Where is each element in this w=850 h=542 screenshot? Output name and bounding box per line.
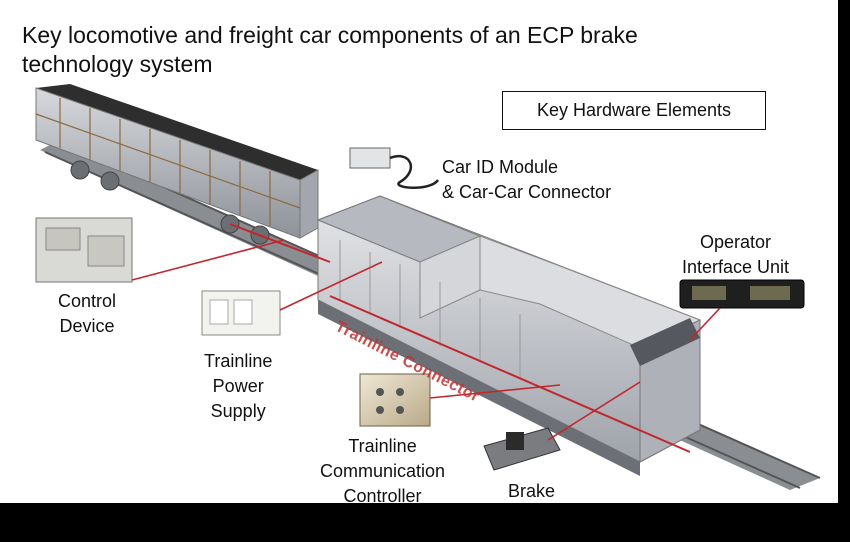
control-line-2: Device — [59, 316, 115, 336]
control-device-image — [35, 217, 133, 283]
comm-line-2: Communication — [320, 461, 446, 481]
slide: Key locomotive and freight car component… — [0, 0, 838, 503]
label-car-id-module: Car ID Module & Car-Car Connector — [442, 155, 611, 205]
label-brake: Brake — [508, 479, 555, 503]
train-illustration — [35, 84, 821, 490]
label-control-device: Control Device — [58, 289, 116, 339]
power-line-2: Power — [212, 376, 264, 396]
trainline-cable — [329, 295, 691, 453]
page-title: Key locomotive and freight car component… — [22, 21, 742, 79]
operator-line-1: Operator — [700, 232, 772, 252]
leader-lines — [131, 239, 721, 441]
brake-image — [483, 427, 561, 471]
brake-label: Brake — [508, 481, 556, 501]
control-line-1: Control — [58, 291, 117, 311]
freight-car — [35, 84, 319, 245]
leader-line-brake — [547, 381, 641, 441]
leader-line-comm — [429, 384, 561, 399]
leader-line-power — [279, 261, 383, 311]
operator-line-2: Interface Unit — [682, 257, 790, 277]
trainline-power-supply-image — [201, 290, 281, 336]
car-id-line-2: & Car-Car Connector — [442, 182, 612, 202]
trainline-communication-controller-image — [359, 373, 431, 427]
comm-line-3: Controller — [343, 486, 422, 503]
leader-line-operator — [689, 307, 721, 341]
car-id-module-image — [349, 147, 440, 189]
locomotive — [229, 195, 702, 476]
leader-line-control — [131, 239, 285, 281]
operator-interface-unit-image — [679, 279, 805, 309]
car-id-line-1: Car ID Module — [442, 157, 559, 177]
power-line-3: Supply — [210, 401, 266, 421]
label-trainline-communication-controller: Trainline Communication Controller — [320, 434, 445, 503]
label-trainline-power-supply: Trainline Power Supply — [204, 349, 272, 424]
label-operator-interface-unit: Operator Interface Unit — [682, 230, 789, 280]
title-line-1: Key locomotive and freight car component… — [22, 22, 638, 48]
power-line-1: Trainline — [204, 351, 273, 371]
title-line-2: technology system — [22, 51, 213, 77]
legend-box: Key Hardware Elements — [502, 91, 766, 130]
cab-windows — [630, 318, 700, 366]
comm-line-1: Trainline — [348, 436, 417, 456]
coal-load — [36, 84, 318, 180]
legend-title: Key Hardware Elements — [536, 100, 732, 120]
